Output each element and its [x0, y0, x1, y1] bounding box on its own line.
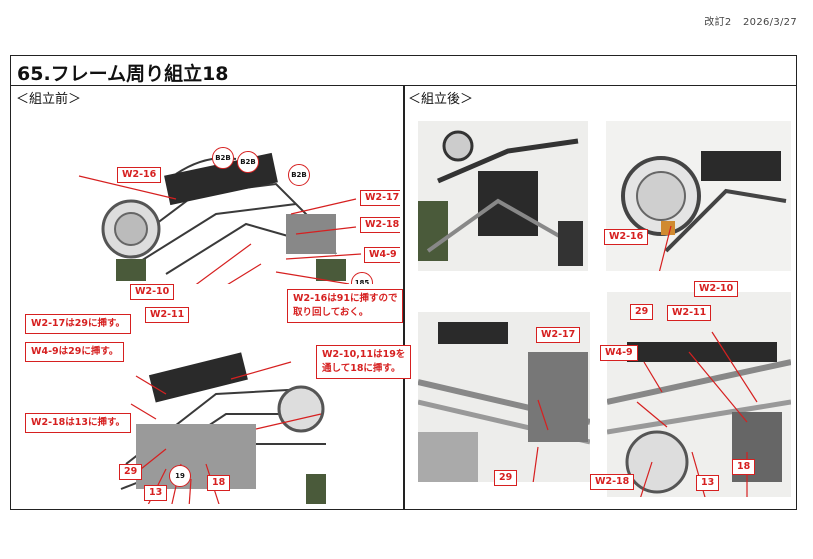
before-section-label: ＜組立前＞	[16, 92, 82, 107]
note-w2-16-line2: 取り回しておく。	[293, 307, 369, 318]
label-29: 29	[119, 464, 143, 480]
revision-date: 2026/3/27	[743, 17, 797, 28]
note-w2-16-line1: W2-16は91に挿すので	[293, 293, 398, 304]
label-w2-17: W2-17	[360, 190, 400, 206]
callout-b2b-1: B2B	[212, 147, 234, 169]
title-bar: 65.フレーム周り組立18	[11, 56, 796, 86]
after-bottom-right-view	[607, 292, 791, 497]
label-w2-16-after: W2-16	[604, 229, 649, 245]
revision-info: 改訂2 2026/3/27	[696, 13, 797, 28]
label-w2-18: W2-18	[360, 217, 400, 233]
after-engine-illustration-1	[418, 322, 590, 482]
note-w2-17: W2-17は29に挿す。	[25, 314, 132, 334]
label-w4-9: W4-9	[364, 247, 400, 263]
after-section-label: ＜組立後＞	[408, 92, 474, 107]
note-w2-10-11: W2-10,11は19を 通して18に挿す。	[316, 345, 412, 379]
after-frame-illustration-2	[621, 151, 787, 271]
after-top-right-view	[606, 121, 791, 271]
callout-b2b-3: B2B	[288, 164, 310, 186]
note-w2-10-11-line2: 通して18に挿す。	[322, 363, 401, 374]
column-divider	[403, 86, 405, 509]
callout-b2b-2: B2B	[237, 151, 259, 173]
label-13: 13	[144, 485, 168, 501]
label-w4-9-after: W4-9	[600, 345, 638, 361]
label-w2-11: W2-11	[145, 307, 190, 323]
label-13-after: 13	[696, 475, 720, 491]
after-top-left-view	[418, 121, 588, 271]
label-w2-18-after: W2-18	[590, 474, 635, 490]
note-w4-9: W4-9は29に挿す。	[25, 342, 125, 362]
label-w2-10: W2-10	[130, 284, 175, 300]
label-w2-16: W2-16	[117, 167, 162, 183]
document-frame: 65.フレーム周り組立18 ＜組立前＞ ＜組立後＞	[10, 55, 797, 510]
label-29-after-right: 29	[630, 304, 654, 320]
label-18-after: 18	[732, 459, 756, 475]
page-title: 65.フレーム周り組立18	[17, 63, 229, 85]
after-frame-illustration-1	[418, 130, 583, 266]
label-w2-17-after: W2-17	[536, 327, 581, 343]
note-w2-18: W2-18は13に挿す。	[25, 413, 132, 433]
callout-19: 19	[169, 465, 191, 487]
label-w2-10-after: W2-10	[694, 281, 739, 297]
label-18: 18	[207, 475, 231, 491]
before-top-panel: B2B B2B B2B W2-16 W2-17 W2-18 W4-9 185	[16, 104, 400, 284]
label-w2-11-after: W2-11	[667, 305, 712, 321]
note-w2-10-11-line1: W2-10,11は19を	[322, 349, 406, 360]
after-engine-illustration-2	[607, 331, 791, 497]
label-29-after-left: 29	[494, 470, 518, 486]
motorcycle-frame-illustration	[78, 152, 362, 284]
revision-label: 改訂2	[704, 17, 732, 28]
note-w2-16: W2-16は91に挿すので 取り回しておく。	[287, 289, 404, 323]
